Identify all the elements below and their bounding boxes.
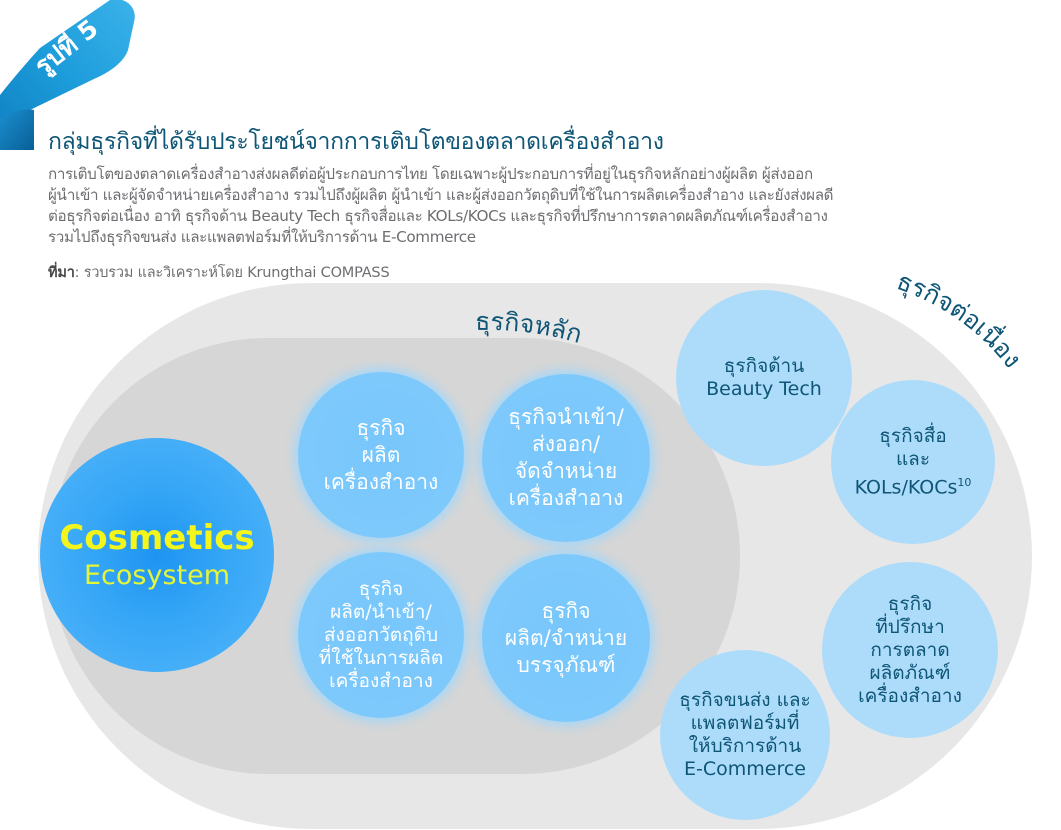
core-business-manufacturing: ธุรกิจ ผลิต เครื่องสำอาง <box>298 372 464 538</box>
ribbon-icon <box>0 0 135 150</box>
center-subtitle: Ecosystem <box>83 560 231 591</box>
figure-title: กลุ่มธุรกิจที่ได้รับประโยชน์จากการเติบโต… <box>48 129 664 155</box>
circle-text-line: E-Commerce <box>684 758 806 780</box>
core-group-text: ธุรกิจหลัก <box>475 307 585 349</box>
related-business-beauty-tech: ธุรกิจด้าน Beauty Tech <box>676 290 852 466</box>
description-line: การเติบโตของตลาดเครื่องสำอางส่งผลดีต่อผู… <box>48 165 813 183</box>
circle-text-line: ธุรกิจ <box>356 415 406 440</box>
core-business-import-export: ธุรกิจนำเข้า/ ส่งออก/ จัดจำหน่าย เครื่อง… <box>482 374 650 542</box>
center-title: Cosmetics <box>59 518 255 558</box>
core-business-raw-materials: ธุรกิจ ผลิต/นำเข้า/ ส่งออกวัตถุดิบ ที่ใช… <box>298 552 464 718</box>
circle-text-line: และ <box>895 447 931 470</box>
source-text: : รวบรวม และวิเคราะห์โดย Krungthai COMPA… <box>74 265 390 281</box>
cosmetics-ecosystem-circle: Cosmetics Ecosystem <box>40 438 274 672</box>
circle-text-line: ผลิต/นำเข้า/ <box>330 600 432 623</box>
circle-text-line: ธุรกิจขนส่ง และ <box>679 689 811 711</box>
circle-text-line: ส่งออกวัตถุดิบ <box>323 623 439 646</box>
circle-text-line: ให้บริการด้าน <box>688 735 802 757</box>
circle-text-line: ธุรกิจนำเข้า/ <box>508 405 624 429</box>
circle-text-line: ส่งออก/ <box>531 432 601 456</box>
circle-text-line: ที่ปรึกษา <box>875 615 945 638</box>
related-business-logistics-ecommerce: ธุรกิจขนส่ง และ แพลตฟอร์มที่ ให้บริการด้… <box>660 650 830 820</box>
core-business-packaging: ธุรกิจ ผลิต/จำหน่าย บรรจุภัณฑ์ <box>482 554 650 722</box>
circle-text-line: จัดจำหน่าย <box>514 459 618 483</box>
circle-text-line: ธุรกิจ <box>541 598 591 623</box>
figure-source: ที่มา: รวบรวม และวิเคราะห์โดย Krungthai … <box>48 261 390 284</box>
circle-text-line: ผลิต/จำหน่าย <box>504 625 628 650</box>
circle-text-line: ที่ใช้ในการผลิต <box>318 646 444 669</box>
core-group-label: ธุรกิจหลัก <box>475 307 585 349</box>
circle-text-line: ธุรกิจ <box>887 592 933 615</box>
source-label: ที่มา <box>48 265 75 281</box>
circle-text-line: บรรจุภัณฑ์ <box>516 652 616 677</box>
circle-text-line: ธุรกิจ <box>358 577 404 600</box>
related-group-label: ธุรกิจต่อเนื่อง <box>893 266 1028 373</box>
figure-description: การเติบโตของตลาดเครื่องสำอางส่งผลดีต่อผู… <box>48 164 1048 248</box>
circle-text-line: เครื่องสำอาง <box>323 469 439 494</box>
circle-text-line: การตลาด <box>870 638 950 661</box>
related-business-media-kols: ธุรกิจสื่อ และ KOLs/KOCs10 <box>831 380 995 544</box>
kols-text: KOLs/KOCs <box>854 476 958 499</box>
circle-text-line: เครื่องสำอาง <box>858 684 962 707</box>
circle-text-line: ธุรกิจสื่อ <box>879 424 947 447</box>
related-group-text: ธุรกิจต่อเนื่อง <box>893 266 1028 373</box>
description-line: ต่อธุรกิจต่อเนื่อง อาทิ ธุรกิจด้าน Beaut… <box>48 207 828 225</box>
circle-text-line: แพลตฟอร์มที่ <box>690 712 800 734</box>
description-line: รวมไปถึงธุรกิจขนส่ง และแพลตฟอร์มที่ให้บร… <box>48 228 476 246</box>
figure-ribbon: รูปที่ 5 <box>0 0 140 150</box>
footnote-marker: 10 <box>957 475 972 489</box>
description-line: ผู้นำเข้า และผู้จัดจำหน่ายเครื่องสำอาง ร… <box>48 186 834 204</box>
circle-text-line: ธุรกิจด้าน <box>723 355 805 377</box>
circle-text-line: เครื่องสำอาง <box>329 669 433 692</box>
circle-text-line: KOLs/KOCs10 <box>855 471 972 499</box>
circle-text-line: เครื่องสำอาง <box>508 486 624 510</box>
related-business-marketing-consulting: ธุรกิจ ที่ปรึกษา การตลาด ผลิตภัณฑ์ เครื่… <box>822 562 998 738</box>
circle-text-line: Beauty Tech <box>706 378 822 400</box>
circle-text-line: ผลิต <box>361 442 401 467</box>
circle-text-line: ผลิตภัณฑ์ <box>869 661 951 684</box>
